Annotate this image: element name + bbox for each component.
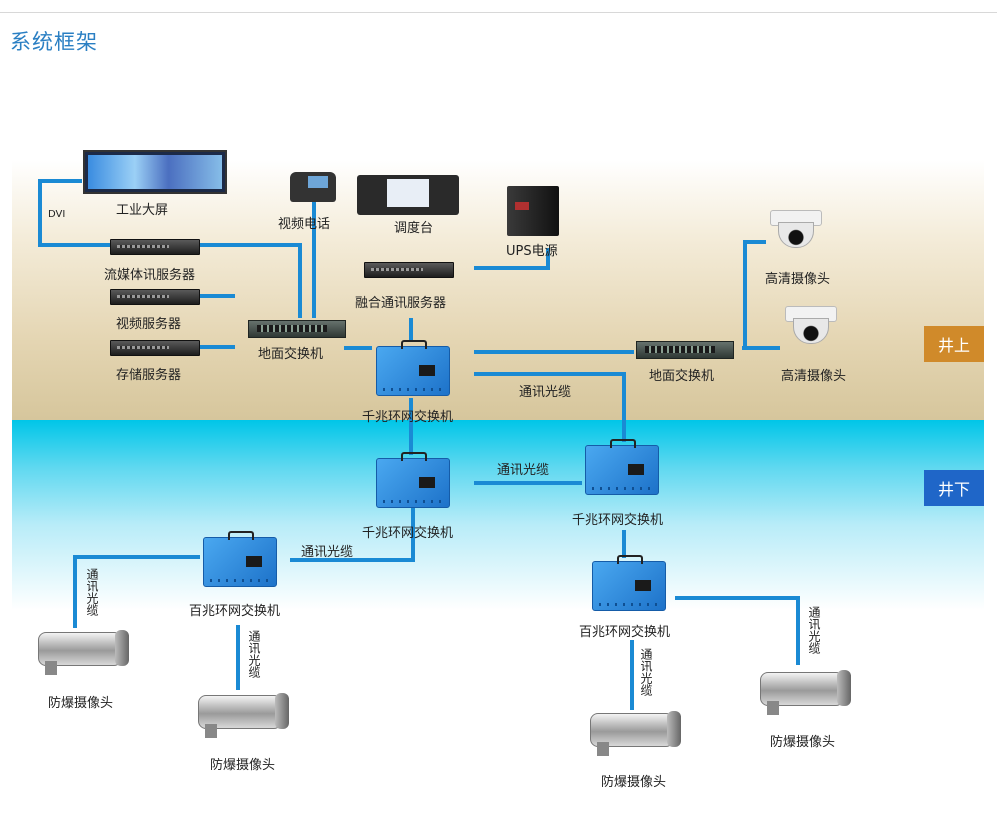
ex-camera-2-icon bbox=[198, 693, 289, 738]
ground-switch-right-label: 地面交换机 bbox=[649, 369, 715, 384]
storage-server-device bbox=[110, 340, 200, 356]
storage-server-label: 存储服务器 bbox=[116, 368, 182, 383]
hundred-ring-switch-left-label: 百兆环网交换机 bbox=[189, 604, 281, 619]
fiber-label-v2: 通讯光缆 bbox=[247, 630, 261, 678]
ups-label: UPS电源 bbox=[506, 244, 558, 259]
fiber-label-v4: 通讯光缆 bbox=[807, 606, 821, 654]
video-phone-label: 视频电话 bbox=[278, 217, 331, 232]
hundred-ring-switch-right-label: 百兆环网交换机 bbox=[579, 625, 671, 640]
video-phone-icon bbox=[290, 172, 336, 202]
hundred-ring-switch-left-device bbox=[203, 531, 277, 587]
ex-camera-1-label: 防爆摄像头 bbox=[48, 696, 114, 711]
dispatch-console-label: 调度台 bbox=[394, 221, 434, 236]
streaming-server-device bbox=[110, 239, 200, 255]
industrial-display-wall bbox=[83, 150, 227, 194]
fusion-server-label: 融合通讯服务器 bbox=[355, 296, 447, 311]
hd-camera-1-label: 高清摄像头 bbox=[765, 272, 831, 287]
fiber-label-3: 通讯光缆 bbox=[301, 545, 354, 560]
gig-ring-switch-top-label: 千兆环网交换机 bbox=[362, 410, 454, 425]
fusion-server-device bbox=[364, 262, 454, 278]
gig-ring-switch-top-device bbox=[376, 340, 450, 396]
ex-camera-3-icon bbox=[590, 711, 681, 756]
above-ground-tag: 井上 bbox=[924, 326, 984, 362]
ex-camera-4-icon bbox=[760, 670, 851, 715]
gig-ring-switch-mid-device bbox=[376, 452, 450, 508]
hundred-ring-switch-right-device bbox=[592, 555, 666, 611]
gig-ring-switch-right-label: 千兆环网交换机 bbox=[572, 513, 664, 528]
hd-camera-2-label: 高清摄像头 bbox=[781, 369, 847, 384]
ex-camera-1-icon bbox=[38, 630, 129, 675]
ex-camera-4-label: 防爆摄像头 bbox=[770, 735, 836, 750]
hd-camera-2-icon bbox=[785, 306, 837, 344]
dvi-label: DVI bbox=[48, 209, 66, 220]
underground-zone bbox=[12, 420, 984, 610]
link-dvi bbox=[38, 179, 110, 247]
fiber-label-1: 通讯光缆 bbox=[519, 385, 572, 400]
ground-switch-right-device bbox=[636, 341, 734, 359]
link-right-cam4 bbox=[675, 596, 800, 665]
gig-ring-switch-right-device bbox=[585, 439, 659, 495]
fiber-label-v1: 通讯光缆 bbox=[85, 568, 99, 616]
dispatch-console-icon bbox=[357, 175, 459, 215]
page-title: 系统框架 bbox=[10, 30, 98, 54]
underground-tag: 井下 bbox=[924, 470, 984, 506]
hd-camera-1-icon bbox=[770, 210, 822, 248]
fiber-label-2: 通讯光缆 bbox=[497, 463, 550, 478]
big-screen-label: 工业大屏 bbox=[116, 203, 169, 218]
link-streaming-switch bbox=[198, 243, 302, 318]
ground-switch-left-label: 地面交换机 bbox=[258, 347, 324, 362]
link-fiber-right bbox=[474, 372, 626, 442]
gig-ring-switch-mid-label: 千兆环网交换机 bbox=[362, 526, 454, 541]
video-server-label: 视频服务器 bbox=[116, 317, 182, 332]
video-server-device bbox=[110, 289, 200, 305]
link-hd-cams bbox=[742, 240, 780, 350]
ground-switch-left-device bbox=[248, 320, 346, 338]
fiber-label-v3: 通讯光缆 bbox=[639, 648, 653, 696]
link-left-cam1 bbox=[73, 555, 200, 628]
ex-camera-2-label: 防爆摄像头 bbox=[210, 758, 276, 773]
top-divider bbox=[0, 12, 997, 13]
link-fusion-ups bbox=[474, 248, 550, 270]
streaming-server-label: 流媒体讯服务器 bbox=[104, 268, 196, 283]
link-fiber-mid-left bbox=[290, 506, 415, 562]
ups-icon bbox=[507, 186, 559, 236]
ex-camera-3-label: 防爆摄像头 bbox=[601, 775, 667, 790]
